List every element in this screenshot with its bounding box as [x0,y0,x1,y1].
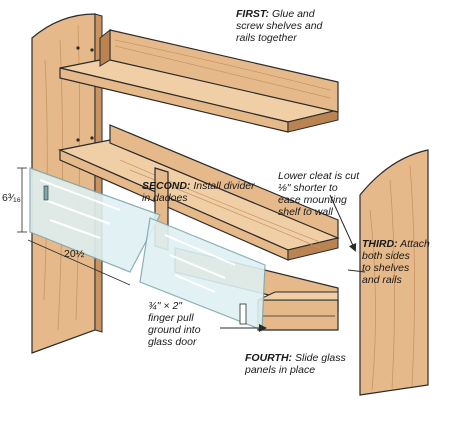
finger-pull-note: ¾" × 2" finger pull ground into glass do… [148,300,201,348]
middle-shelf [58,124,340,261]
lower-cleat-note: Lower cleat is cut ⅛" shorter to ease mo… [278,170,360,218]
dimension-lines [17,167,131,286]
glass-panel-left [29,167,161,273]
width-dimension: 20½ [64,248,85,260]
fourth-step-label: FOURTH: Slide glass panels in place [245,352,346,376]
right-side-panel [359,149,429,396]
third-step-label: THIRD: Attach both sides to shelves and … [362,238,430,286]
first-step-label: FIRST: Glue and screw shelves and rails … [236,8,323,44]
attach-arrows [220,194,366,332]
height-dimension: 6³⁄₁₆ [2,192,21,204]
second-step-label: SECOND: Install divider in dadoes [142,180,255,204]
top-shelf [59,28,339,133]
